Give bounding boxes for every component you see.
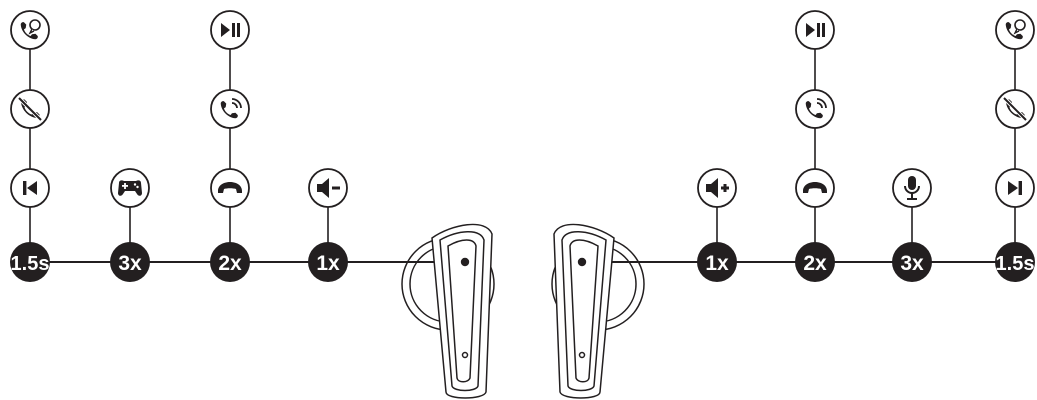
right-earbud [552, 224, 644, 398]
tap-label: 1x [705, 252, 729, 275]
tap-badge: 3x [110, 242, 150, 282]
left-earbud [402, 224, 494, 398]
tap-label: 2x [218, 252, 242, 275]
play-pause-icon [796, 11, 834, 49]
play-pause-icon [211, 11, 249, 49]
tap-badge: 1.5s [995, 242, 1035, 282]
tap-label: 3x [118, 252, 142, 275]
tap-label: 1x [316, 252, 340, 275]
next-track-icon [996, 169, 1034, 207]
tap-badge: 1x [308, 242, 348, 282]
tap-badge: 2x [795, 242, 835, 282]
hang-up-icon [796, 169, 834, 207]
tap-label: 1.5s [11, 253, 50, 275]
voice-assistant-call-icon [996, 11, 1034, 49]
microphone-icon [893, 169, 931, 207]
tap-badge: 1.5s [10, 242, 50, 282]
answer-call-icon [211, 90, 249, 128]
answer-call-icon [796, 90, 834, 128]
gamepad-icon [111, 169, 149, 207]
tap-label: 3x [900, 252, 924, 275]
tap-badge: 1x [697, 242, 737, 282]
voice-assistant-call-icon [11, 11, 49, 49]
tap-badge: 3x [892, 242, 932, 282]
tap-label: 1.5s [996, 253, 1035, 275]
prev-track-icon [11, 169, 49, 207]
tap-badge: 2x [210, 242, 250, 282]
decline-call-icon [996, 90, 1034, 128]
column-lines [30, 30, 1015, 262]
hang-up-icon [211, 169, 249, 207]
decline-call-icon [11, 90, 49, 128]
left-touch-point [461, 258, 469, 266]
volume-up-icon [698, 169, 736, 207]
volume-down-icon [309, 169, 347, 207]
tap-label: 2x [803, 252, 827, 275]
right-touch-point [578, 258, 586, 266]
